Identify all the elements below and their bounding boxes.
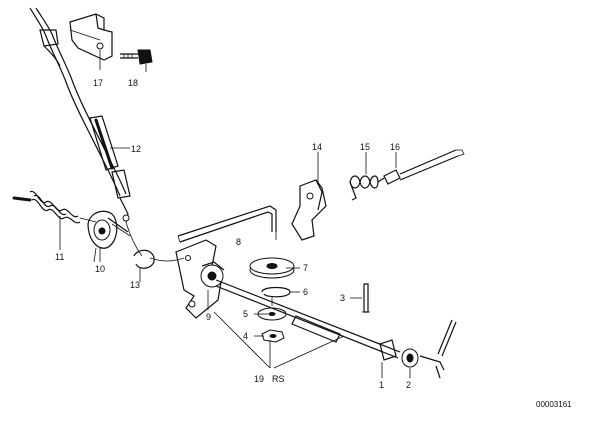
lever-bracket bbox=[175, 239, 225, 319]
bushing bbox=[249, 257, 295, 279]
nut bbox=[261, 329, 285, 343]
label-4: 4 bbox=[243, 331, 248, 341]
label-14: 14 bbox=[312, 142, 322, 152]
label-7: 7 bbox=[303, 263, 308, 273]
bracket bbox=[69, 13, 113, 61]
leader-lines bbox=[59, 50, 411, 378]
label-12: 12 bbox=[131, 144, 141, 154]
spring-assembly bbox=[12, 190, 97, 224]
pull-rod bbox=[215, 279, 401, 361]
label-5: 5 bbox=[243, 309, 248, 319]
rod bbox=[177, 205, 277, 243]
cable-upper-assembly bbox=[29, 7, 143, 257]
circlip bbox=[261, 286, 291, 298]
label-6: 6 bbox=[303, 287, 308, 297]
label-19-suffix: RS bbox=[272, 374, 285, 384]
bolt bbox=[120, 49, 153, 65]
label-18: 18 bbox=[128, 78, 138, 88]
label-19: 19 bbox=[254, 374, 264, 384]
label-17: 17 bbox=[93, 78, 103, 88]
label-3: 3 bbox=[340, 293, 345, 303]
label-10: 10 bbox=[95, 264, 105, 274]
spring-small bbox=[349, 175, 385, 201]
label-13: 13 bbox=[130, 280, 140, 290]
grommet bbox=[401, 348, 419, 368]
label-9: 9 bbox=[206, 312, 211, 322]
label-15: 15 bbox=[360, 142, 370, 152]
label-8: 8 bbox=[236, 237, 241, 247]
label-16: 16 bbox=[390, 142, 400, 152]
label-2: 2 bbox=[406, 380, 411, 390]
label-11: 11 bbox=[55, 252, 64, 262]
cable-lower bbox=[419, 319, 457, 379]
bell-crank bbox=[291, 179, 327, 241]
label-1: 1 bbox=[379, 380, 384, 390]
cable-end bbox=[383, 149, 465, 185]
clip bbox=[133, 249, 185, 269]
pin bbox=[362, 283, 370, 313]
cable-housing bbox=[87, 210, 131, 263]
reference-number: 00003161 bbox=[536, 400, 572, 409]
